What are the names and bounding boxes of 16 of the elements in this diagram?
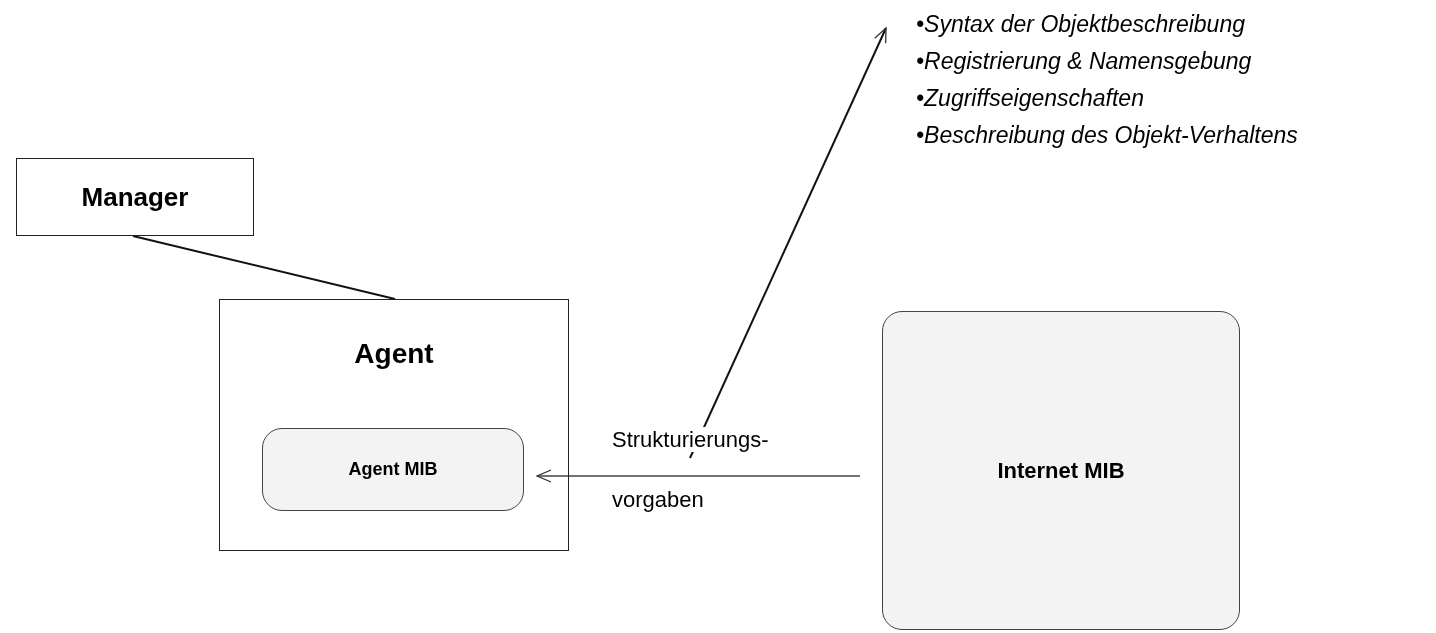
manager-box — [16, 158, 254, 236]
connector-line — [132, 235, 396, 300]
node-label: Internet MIB — [997, 457, 1125, 484]
mib-box — [882, 311, 1240, 630]
list-item: •Zugriffseigenschaften — [916, 84, 1144, 113]
mib-box — [262, 428, 524, 511]
agent-box — [219, 299, 569, 551]
node-label: Manager — [81, 181, 189, 213]
edge-label: Strukturierungs- vorgaben — [612, 426, 770, 514]
list-item: •Syntax der Objektbeschreibung — [916, 10, 1245, 39]
list-item: •Beschreibung des Objekt-Verhaltens — [916, 121, 1298, 150]
node-label: Agent MIB — [348, 459, 438, 480]
arrow — [536, 469, 861, 483]
arrow — [689, 27, 887, 459]
node-label: Agent — [354, 338, 434, 370]
list-item: •Registrierung & Namensgebung — [916, 47, 1252, 76]
